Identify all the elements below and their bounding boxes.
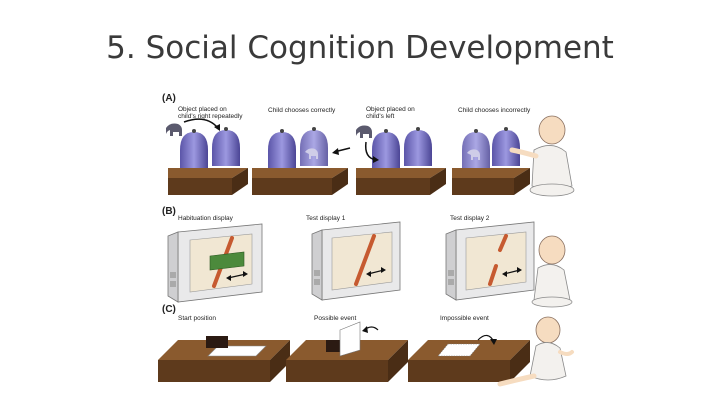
panel-a-scene-1 xyxy=(166,119,248,195)
panel-c-caption-3: Impossible event xyxy=(440,315,489,322)
test-display-2 xyxy=(446,222,534,300)
panel-a-caption-3: Object placed on child's left xyxy=(366,106,417,120)
elephant-icon xyxy=(166,124,182,137)
habituation-display xyxy=(168,224,262,302)
elephant-icon xyxy=(356,126,372,139)
screen-raised xyxy=(340,322,360,356)
cup-icon xyxy=(492,130,520,166)
panel-c-caption-2: Possible event xyxy=(314,315,356,322)
arrow-icon xyxy=(184,119,218,128)
possible-event-scene xyxy=(286,322,408,382)
cup-icon xyxy=(180,132,208,168)
panel-b-caption-2: Test display 1 xyxy=(306,215,346,222)
block xyxy=(326,340,340,352)
panel-b-label: (B) xyxy=(162,206,176,217)
cup-icon xyxy=(404,130,432,166)
start-position-scene xyxy=(158,336,290,382)
panel-c-label: (C) xyxy=(162,304,176,315)
block xyxy=(206,336,228,348)
cup-icon xyxy=(300,130,328,166)
panel-a-caption-4: Child chooses incorrectly xyxy=(458,107,531,114)
panel-a-scene-2 xyxy=(252,127,350,195)
baby-illustration-b xyxy=(532,236,572,307)
panel-a-caption-2: Child chooses correctly xyxy=(268,107,336,114)
cup-icon xyxy=(212,130,240,166)
panel-b-caption-3: Test display 2 xyxy=(450,215,490,222)
panel-b-caption-1: Habituation display xyxy=(178,215,234,222)
panel-c-caption-1: Start position xyxy=(178,315,216,322)
panel-a-caption-1: Object placed on child's right repeatedl… xyxy=(178,106,243,120)
cup-icon xyxy=(372,132,400,168)
impossible-event-scene xyxy=(408,335,530,382)
panel-a-label: (A) xyxy=(162,93,176,104)
panel-a-scene-3 xyxy=(356,126,446,196)
cup-icon xyxy=(268,132,296,168)
panel-a-scene-4 xyxy=(452,127,530,195)
test-display-1 xyxy=(312,222,400,300)
